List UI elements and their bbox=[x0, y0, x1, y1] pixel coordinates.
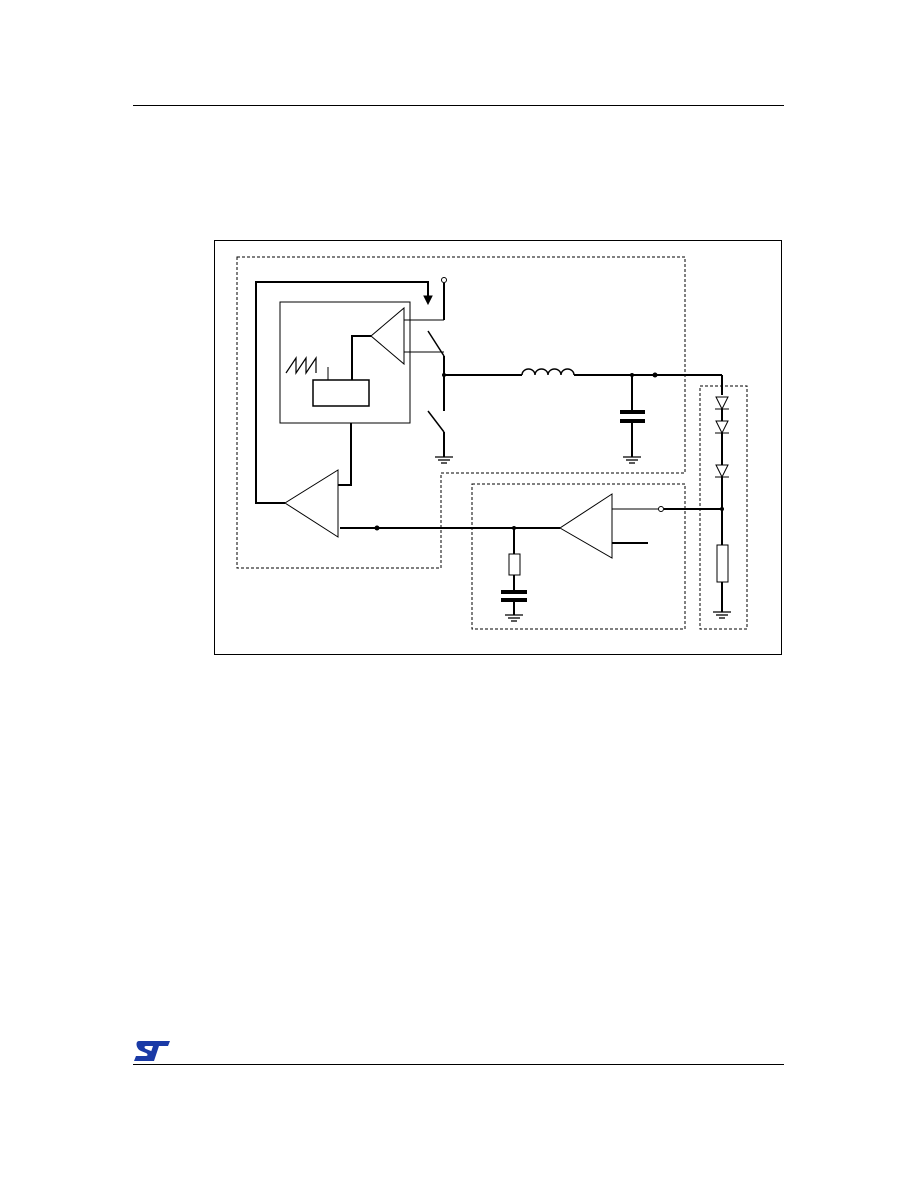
compensation-resistor-icon bbox=[508, 553, 521, 576]
output-capacitor-plate-bottom bbox=[620, 419, 645, 423]
error-amp-node-dot bbox=[374, 525, 380, 531]
ground-icon-switch bbox=[435, 456, 453, 464]
feedback-arrow-icon bbox=[423, 295, 433, 306]
cap-junction-dot bbox=[630, 373, 634, 377]
sense-amplifier-icon bbox=[559, 493, 613, 559]
ground-icon-compensation bbox=[505, 614, 523, 622]
input-terminal-icon bbox=[441, 277, 447, 283]
led-3-icon bbox=[715, 464, 729, 479]
controller-dashed-boundary bbox=[236, 256, 686, 569]
st-logo bbox=[134, 1041, 170, 1061]
led-dashed-boundary bbox=[699, 385, 748, 630]
ground-icon-sense-resistor bbox=[713, 611, 731, 619]
compensation-capacitor-plate-top bbox=[501, 590, 527, 594]
sense-input-terminal-icon bbox=[658, 506, 664, 512]
sense-node-dot bbox=[720, 507, 724, 511]
inductor-icon bbox=[521, 368, 575, 376]
switch-node-dot bbox=[442, 373, 446, 377]
sense-amp-dashed-boundary bbox=[471, 483, 686, 630]
sense-resistor-icon bbox=[716, 544, 729, 583]
output-junction-dot bbox=[652, 372, 658, 378]
ground-icon-output-cap bbox=[623, 456, 641, 464]
sawtooth-icon bbox=[285, 356, 317, 375]
error-amplifier-icon bbox=[284, 469, 339, 538]
comp-node-dot bbox=[512, 526, 516, 530]
error-to-pwm-wire bbox=[338, 423, 352, 486]
compensation-capacitor-plate-bottom bbox=[501, 598, 527, 602]
header-rule bbox=[133, 105, 784, 106]
figure-frame bbox=[214, 240, 782, 655]
led-1-icon bbox=[715, 396, 729, 411]
footer-rule bbox=[133, 1064, 784, 1065]
pwm-block bbox=[279, 301, 411, 424]
low-side-switch-icon bbox=[427, 410, 445, 433]
driver-comparator-icon bbox=[370, 306, 405, 366]
output-capacitor-plate-top bbox=[620, 410, 645, 414]
ramp-generator-box bbox=[312, 379, 370, 407]
led-2-icon bbox=[715, 420, 729, 435]
feedback-loop-wire bbox=[255, 281, 429, 504]
ramp-to-comparator-wire bbox=[351, 335, 371, 380]
